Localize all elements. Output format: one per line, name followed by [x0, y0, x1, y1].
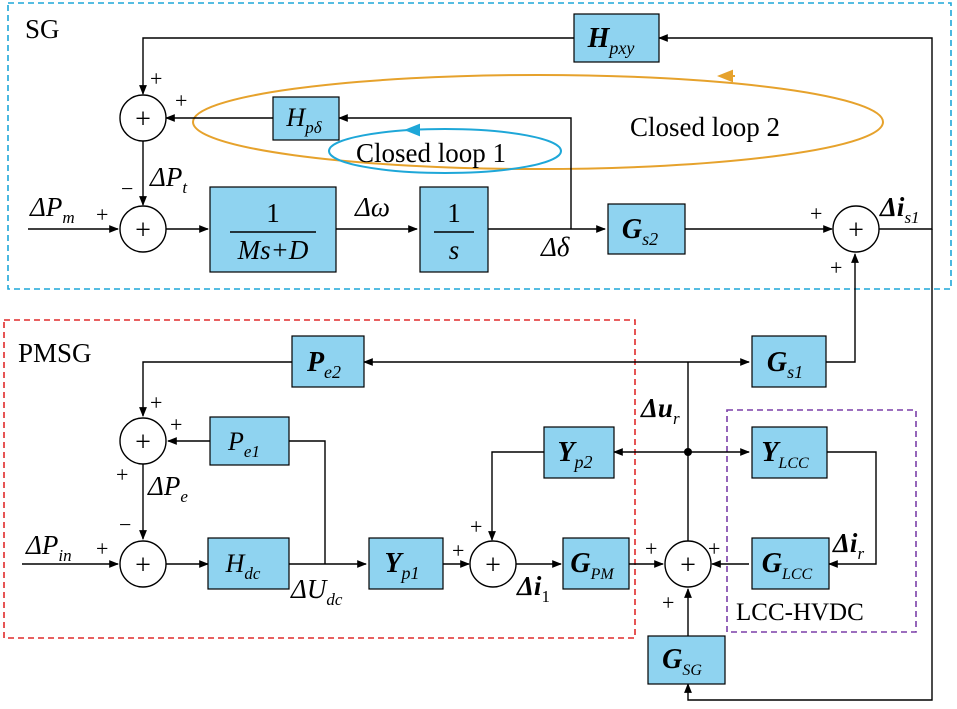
svg-text:+: +	[848, 215, 864, 246]
sign-sumis1-bottom: +	[830, 255, 842, 280]
signal-dUdc: ΔUdc	[290, 574, 343, 609]
sign-sumis1-left: +	[810, 201, 822, 226]
sign-pcc-right: +	[708, 536, 720, 561]
block-h-pxy: Hpxy	[573, 13, 660, 63]
svg-text:Yp1: Yp1	[384, 548, 419, 583]
svg-text:GLCC: GLCC	[762, 548, 813, 583]
closed-loop-1-label: Closed loop 1	[356, 138, 506, 168]
block-y-p1: Yp1	[368, 537, 444, 590]
wire-pe2-to-sum3	[139, 361, 292, 417]
block-integrator: 1 s	[419, 186, 489, 273]
wire-udc-to-pe1	[289, 440, 326, 564]
svg-text:Hpδ: Hpδ	[285, 103, 322, 137]
block-g-s1: Gs1	[751, 335, 827, 388]
signal-dPt: ΔPt	[149, 162, 188, 197]
svg-text:+: +	[135, 427, 151, 458]
sign-sum1-right: +	[175, 88, 187, 113]
svg-text:Pe1: Pe1	[227, 427, 260, 461]
sg-label: SG	[25, 14, 60, 44]
signal-ddelta: Δδ	[540, 232, 570, 262]
lcc-region-border	[726, 409, 917, 633]
pmsg-region-border	[3, 319, 636, 639]
svg-text:+: +	[135, 104, 151, 135]
signal-dPin: ΔPin	[25, 530, 72, 565]
svg-text:s: s	[449, 235, 460, 265]
block-h-p-delta: Hpδ	[272, 96, 340, 141]
svg-text:+: +	[680, 550, 696, 581]
closed-loop-1-ellipse	[328, 128, 562, 174]
block-p-e1: Pe1	[209, 416, 290, 466]
svg-text:Yp2: Yp2	[557, 437, 592, 472]
wire-yp2-to-sum5	[488, 451, 544, 541]
sign-sum4-top: −	[119, 512, 131, 537]
signal-dur: Δur	[640, 393, 680, 428]
sum-junction-2: +	[119, 205, 167, 253]
signal-dir: Δir	[832, 528, 864, 563]
sign-sum2-left: +	[96, 202, 108, 227]
lcc-label: LCC-HVDC	[736, 599, 864, 626]
svg-text:GPM: GPM	[570, 548, 615, 583]
sign-pcc-left: +	[645, 536, 657, 561]
block-g-lcc: GLCC	[751, 537, 830, 590]
sign-sum3-bottom: +	[116, 462, 128, 487]
svg-text:Gs1: Gs1	[767, 347, 803, 382]
block-g-s2: Gs2	[607, 203, 686, 255]
svg-text:Ms+D: Ms+D	[237, 235, 309, 265]
sign-sum2-top: −	[121, 176, 133, 201]
block-p-e2: Pe2	[291, 335, 365, 388]
block-g-pm: GPM	[562, 537, 630, 590]
signal-dis1: Δis1	[879, 192, 920, 227]
block-h-dc: Hdc	[207, 537, 290, 590]
block-g-sg: GSG	[647, 635, 726, 685]
wire-gs1-to-sum	[826, 253, 859, 363]
wire-is1-feedback	[658, 34, 933, 230]
block-y-p2: Yp2	[543, 426, 615, 479]
sign-sum4-left: +	[96, 536, 108, 561]
svg-text:Hpxy: Hpxy	[587, 23, 635, 58]
sum-junction-pcc: +	[664, 540, 712, 588]
signal-di1: Δi1	[516, 571, 550, 606]
svg-text:Pe2: Pe2	[306, 347, 341, 382]
sum-junction-5: +	[469, 540, 517, 588]
svg-text:1: 1	[266, 198, 280, 228]
wire-delta-to-hpd	[338, 114, 572, 229]
svg-text:Gs2: Gs2	[622, 214, 658, 249]
sum-junction-4: +	[119, 540, 167, 588]
svg-text:1: 1	[447, 198, 461, 228]
signal-domega: Δω	[354, 192, 390, 222]
sum-junction-3: +	[119, 417, 167, 465]
sign-sum1-top: +	[150, 66, 162, 91]
svg-text:YLCC: YLCC	[761, 437, 809, 472]
sum-junction-is1: +	[832, 205, 880, 253]
svg-text:+: +	[135, 215, 151, 246]
closed-loop-2-label: Closed loop 2	[630, 112, 780, 142]
pmsg-label: PMSG	[18, 338, 92, 368]
svg-text:Hdc: Hdc	[225, 549, 261, 583]
sign-sum3-right: +	[170, 412, 182, 437]
block-swing-tf: 1 Ms+D	[209, 186, 337, 273]
sign-sum5-top: +	[470, 514, 482, 539]
closed-loop-2-ellipse	[192, 74, 884, 170]
svg-text:+: +	[135, 550, 151, 581]
sg-region-border	[7, 2, 952, 290]
block-y-lcc: YLCC	[751, 426, 828, 479]
sign-pcc-bottom: +	[662, 590, 674, 615]
wire-ylcc-to-glcc	[827, 451, 877, 568]
sign-sum5-left: +	[452, 538, 464, 563]
sign-sum3-top: +	[150, 390, 162, 415]
signal-dPm: ΔPm	[29, 192, 75, 227]
sum-junction-1: +	[119, 94, 167, 142]
svg-text:+: +	[485, 550, 501, 581]
wire-is1-to-gsg	[684, 229, 933, 701]
svg-text:GSG: GSG	[662, 644, 702, 679]
signal-dPe: ΔPe	[147, 471, 188, 506]
wire-hpxy-to-sum1	[139, 37, 574, 95]
